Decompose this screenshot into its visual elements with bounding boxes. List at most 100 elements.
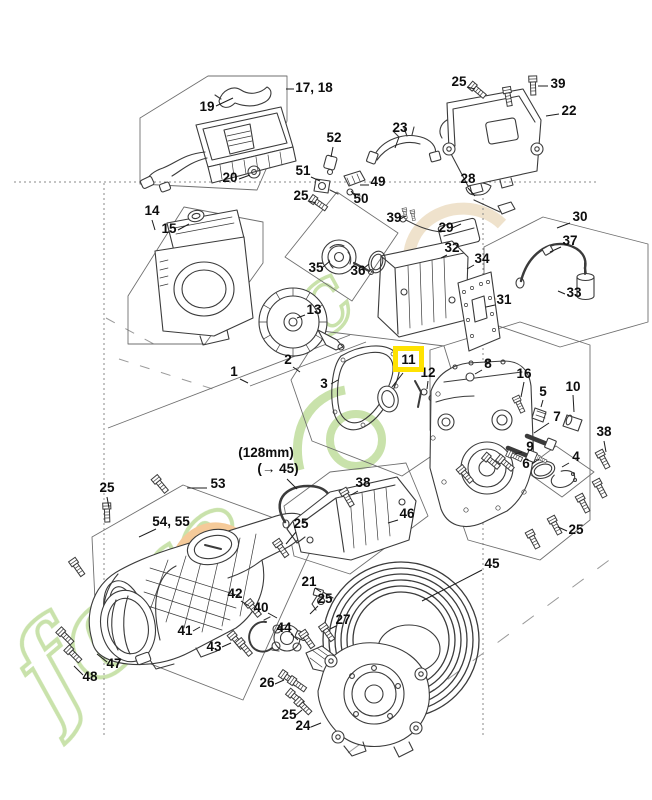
part-label-25[interactable]: 25: [281, 707, 297, 722]
part-label-50[interactable]: 50: [353, 191, 368, 206]
part-label-40[interactable]: 40: [253, 600, 268, 615]
part-label-24[interactable]: 24: [295, 718, 311, 733]
screw-icon: [409, 209, 417, 222]
leader-line: [192, 626, 201, 632]
part-label-4[interactable]: 4: [572, 449, 580, 464]
part-label-38[interactable]: 38: [355, 475, 371, 490]
leader-line: [285, 531, 297, 545]
part-label-16[interactable]: 16: [516, 366, 532, 381]
part-label-47[interactable]: 47: [106, 656, 121, 671]
leader-line: [106, 496, 110, 509]
part-label-25[interactable]: 25: [99, 480, 115, 495]
part-label-25[interactable]: 25: [451, 74, 467, 89]
part-label-15[interactable]: 15: [161, 221, 177, 236]
leader-line: [322, 260, 331, 268]
part-label-25[interactable]: 25: [568, 522, 584, 537]
part-label-9[interactable]: 9: [526, 439, 534, 454]
part-label-10[interactable]: 10: [565, 379, 580, 394]
part-label-19[interactable]: 19: [199, 99, 214, 114]
part-label-20[interactable]: 20: [222, 170, 237, 185]
part-label-41[interactable]: 41: [177, 623, 193, 638]
part-label-12[interactable]: 12: [420, 365, 435, 380]
part-spring-50: [346, 188, 361, 197]
part-label-8[interactable]: 8: [484, 356, 492, 371]
part-label-31[interactable]: 31: [496, 292, 512, 307]
part-label-32[interactable]: 32: [444, 240, 459, 255]
part-label-53[interactable]: 53: [210, 476, 226, 491]
part-label-44[interactable]: 44: [276, 620, 292, 635]
part-label-33[interactable]: 33: [566, 285, 582, 300]
part-label-39[interactable]: 39: [550, 76, 565, 91]
part-label-48[interactable]: 48: [82, 669, 98, 684]
leader-line: [296, 314, 306, 319]
part-label-52[interactable]: 52: [326, 130, 341, 145]
part-label-38[interactable]: 38: [596, 424, 612, 439]
part-label-21[interactable]: 21: [301, 574, 317, 589]
leader-line: [314, 587, 322, 593]
dashed-diagonal: [347, 557, 613, 754]
part-label-36[interactable]: 36: [350, 263, 366, 278]
part-label-46[interactable]: 46: [399, 506, 415, 521]
leader-line: [561, 462, 570, 468]
part-label-45[interactable]: 45: [484, 556, 500, 571]
part-label-3[interactable]: 3: [320, 376, 328, 391]
part-label-28[interactable]: 28: [460, 171, 476, 186]
part-label-17-18[interactable]: 17, 18: [295, 80, 333, 95]
leader-line: [239, 378, 249, 384]
group-box-46: [283, 462, 429, 575]
part-cover-47: [99, 589, 157, 666]
screw-icon: [591, 477, 609, 500]
part-label-49[interactable]: 49: [370, 174, 385, 189]
part-label-54-55[interactable]: 54, 55: [152, 514, 190, 529]
part-label-51[interactable]: 51: [295, 163, 311, 178]
part-label-30[interactable]: 30: [572, 209, 587, 224]
part-label-25[interactable]: 25: [293, 188, 309, 203]
group-line-2: [249, 341, 367, 387]
part-label-25[interactable]: 25: [317, 591, 333, 606]
leader-line: [221, 642, 232, 648]
part-wiring-harness-23: [366, 126, 442, 165]
part-label-23[interactable]: 23: [392, 120, 408, 135]
leader-line: [292, 366, 301, 373]
part-label-29[interactable]: 29: [438, 220, 453, 235]
part-label-26[interactable]: 26: [259, 675, 275, 690]
part-switch-52: [323, 154, 338, 176]
part-label-5[interactable]: 5: [539, 384, 547, 399]
leader-line: [267, 612, 278, 619]
part-label-37[interactable]: 37: [562, 233, 577, 248]
leader-line: [329, 625, 337, 630]
screw-icon: [524, 528, 542, 551]
part-label-25[interactable]: 25: [293, 516, 309, 531]
part-lever-49: [343, 170, 366, 187]
leader-line: [310, 176, 321, 182]
part-grommet-20: [247, 165, 261, 179]
part-label-13[interactable]: 13: [306, 302, 322, 317]
part-label-42[interactable]: 42: [227, 586, 242, 601]
highlighted-part-label-11[interactable]: 11: [401, 352, 416, 367]
leader-line: [540, 399, 544, 408]
part-label-39[interactable]: 39: [386, 210, 401, 225]
part-chain-catcher-21: [311, 587, 326, 611]
part-label-7[interactable]: 7: [553, 409, 561, 424]
part-label-6[interactable]: 6: [522, 456, 530, 471]
part-label-22[interactable]: 22: [561, 103, 576, 118]
part-carburetor-box-17: [139, 106, 297, 193]
leader-line: [399, 215, 407, 220]
part-label-27[interactable]: 27: [335, 612, 350, 627]
group-box-35-36: [284, 191, 399, 302]
part-fuel-line-37: [515, 242, 588, 289]
leader-line: [309, 605, 319, 615]
part-label-35[interactable]: 35: [308, 260, 324, 275]
part-label-14[interactable]: 14: [144, 203, 160, 218]
note-dimension: (128mm): [238, 445, 294, 460]
part-label-1[interactable]: 1: [230, 364, 238, 379]
part-label-43[interactable]: 43: [206, 639, 222, 654]
part-label-2[interactable]: 2: [284, 352, 292, 367]
part-oil-seal-11: [377, 385, 399, 413]
leader-line: [177, 223, 190, 231]
parts-artwork: [88, 86, 595, 758]
screw-icon: [594, 448, 612, 471]
leader-line: [557, 526, 568, 532]
part-label-34[interactable]: 34: [474, 251, 490, 266]
highlight-box-inner: [398, 351, 419, 367]
